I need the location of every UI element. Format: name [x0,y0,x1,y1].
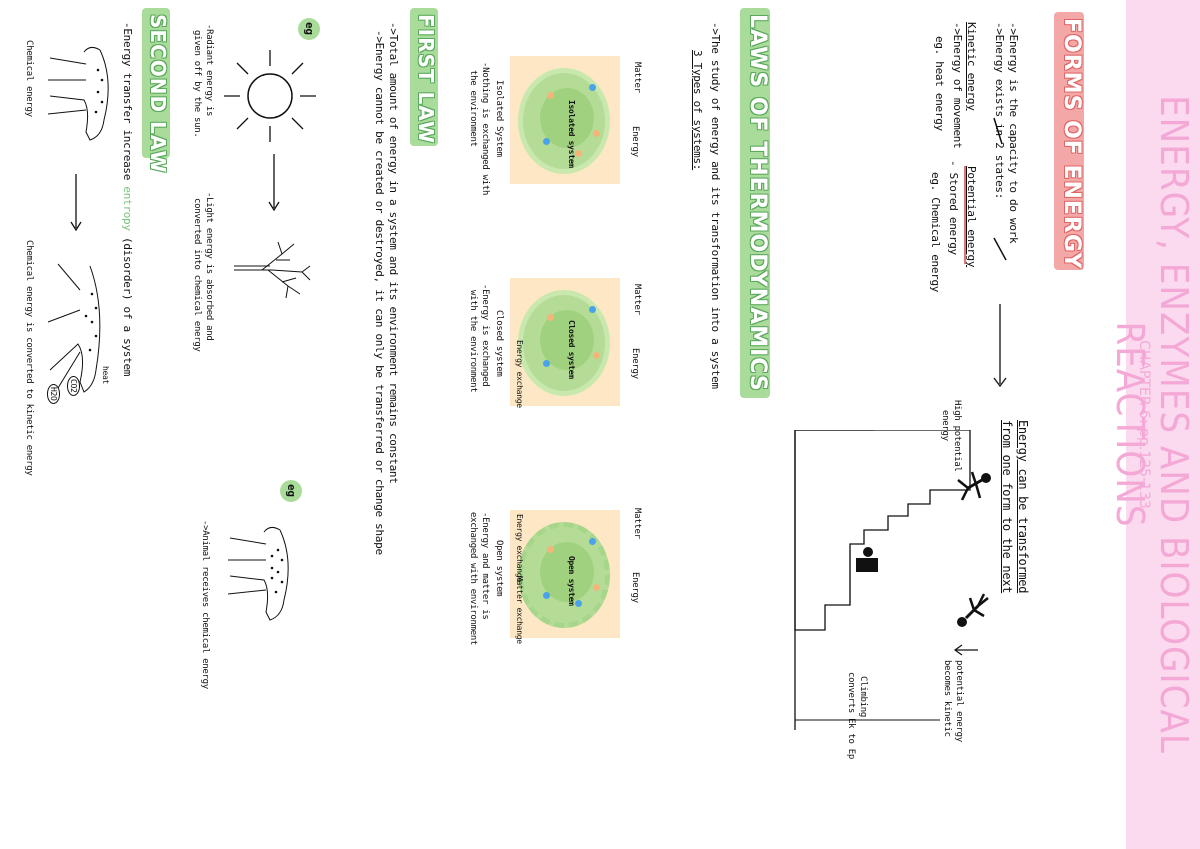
forms-arrow [993,304,1007,388]
open-orange-dot [593,584,600,591]
climbing-label-1: Climbing [858,676,868,717]
forms-heading: FORMS OF ENERGY [1059,18,1084,270]
open-system-label: Open system [567,556,576,606]
figure-falling-icon [957,593,989,627]
isolated-blue-dot [543,138,550,145]
isolated-orange-dot [575,150,582,157]
page-title: ENERGY, ENZYMES AND BIOLOGICAL REACTIONS [1108,95,1196,754]
isolated-orange-dot [593,130,600,137]
isolated-name: Isolated System [494,80,504,157]
laws-intro: ->The study of energy and its transforma… [709,22,722,389]
isolated-energy-label: Energy [630,126,640,157]
open-blue-dot [575,600,582,607]
sun-desc-1: -Radiant energy is [204,24,214,117]
kinetic-eg: eg. heat energy [933,36,946,131]
laws-types: 3 Types of systems: [691,50,704,171]
laws-heading: LAWS OF THERMODYNAMICS [745,14,770,392]
open-orange-dot [547,546,554,553]
first-law-eg-1: eg [303,22,316,35]
open-energy-label: Energy [630,572,640,603]
becomes-kinetic-1: potential energy [954,660,964,742]
sun-desc-2: given off by the sun. [192,30,202,138]
second-law-line-pre: -Energy transfer increase [121,22,134,181]
second-law-line-post: (disorder) of a system [121,237,134,377]
sun-icon [224,50,316,142]
closed-system-label: Closed system [567,320,576,379]
first-law-eg-2: eg [285,484,298,497]
tree-desc-2: converted into chemical energy [192,198,202,352]
kinetic-title: Kinetic energy [965,22,978,111]
tree-desc-1: -Light energy is absorbed and [204,192,214,341]
potential-title: Potential energy [965,166,978,268]
second-law-line: -Energy transfer increase entropy (disor… [121,22,134,376]
tree-icon [234,241,311,299]
potential-desc: - Stored energy [947,160,960,255]
second-law-heading: SECOND LAW [146,14,170,174]
isolated-system-label: Isolated system [567,100,576,168]
animal-standing-icon [47,46,109,141]
animal-icon [227,526,289,621]
chem-energy-label: Chemical energy [24,40,34,117]
figure-standing-icon [856,547,878,572]
transform-line-1: Energy can be transformed [1016,420,1030,594]
closed-desc-1: -Energy is exchanged [480,284,490,387]
open-matter-label: Matter [632,508,642,539]
first-law-heading: FIRST LAW [414,14,438,144]
potential-underline [964,166,966,264]
closed-orange-dot [593,352,600,359]
staircase-diagram [794,430,971,730]
closed-matter-label: Matter [632,284,642,315]
open-exchange-matter: Matter exchange [515,576,524,644]
isolated-desc-1: -Nothing is exchanged with [480,62,490,196]
co2-label: CO2 [67,376,80,396]
isolated-blue-dot [589,84,596,91]
closed-blue-dot [589,306,596,313]
isolated-matter-label: Matter [632,62,642,93]
entropy-word: entropy [121,186,134,231]
open-blue-dot [543,592,550,599]
open-name: Open system [494,540,504,597]
conversion-label: Chemical energy is converted to kinetic … [24,240,34,476]
climbing-label-2: converts Ek to Ep [846,672,856,760]
heat-label: heat [101,366,110,385]
second-law-arrow [70,174,82,232]
open-desc-2: exchanged with environment [468,512,478,646]
closed-energy-label: Energy [630,348,640,379]
closed-blue-dot [543,360,550,367]
closed-orange-dot [547,314,554,321]
first-law-line-2: ->Energy cannot be created or destroyed,… [373,30,386,555]
animal-desc: ->Animal receives chemical energy [200,520,210,689]
open-exchange-energy: Energy exchange [515,514,524,582]
sun-to-tree-arrow [268,154,280,212]
title-banner-strip [1126,0,1200,849]
closed-name: Closed system [494,310,504,377]
figure-jumping-icon [957,471,991,501]
kinetic-desc: ->Energy of movement [951,22,964,149]
closed-desc-2: with the environment [468,290,478,393]
transform-line-2: from one form to the next [1000,420,1014,594]
title-banner: ENERGY, ENZYMES AND BIOLOGICAL REACTIONS… [1108,0,1200,849]
potential-eg: eg. Chemical energy [929,172,942,293]
forms-branch-lines [993,117,1007,261]
isolated-desc-2: the environment [468,70,478,147]
open-desc-1: -Energy and matter is [480,512,490,620]
chapter-subtitle: CHAPTER 6: pp.125-133 [1136,340,1152,509]
animal-running-icon [47,263,101,393]
h2o-label: H2O [47,384,60,404]
isolated-orange-dot [547,92,554,99]
becomes-kinetic-arrow [953,644,978,656]
open-blue-dot [589,538,596,545]
becomes-kinetic-2: becomes kinetic [942,660,952,737]
closed-exchange-label: Energy exchange [515,340,524,408]
first-law-line-1: ->Total amount of energy in a system and… [387,22,400,484]
